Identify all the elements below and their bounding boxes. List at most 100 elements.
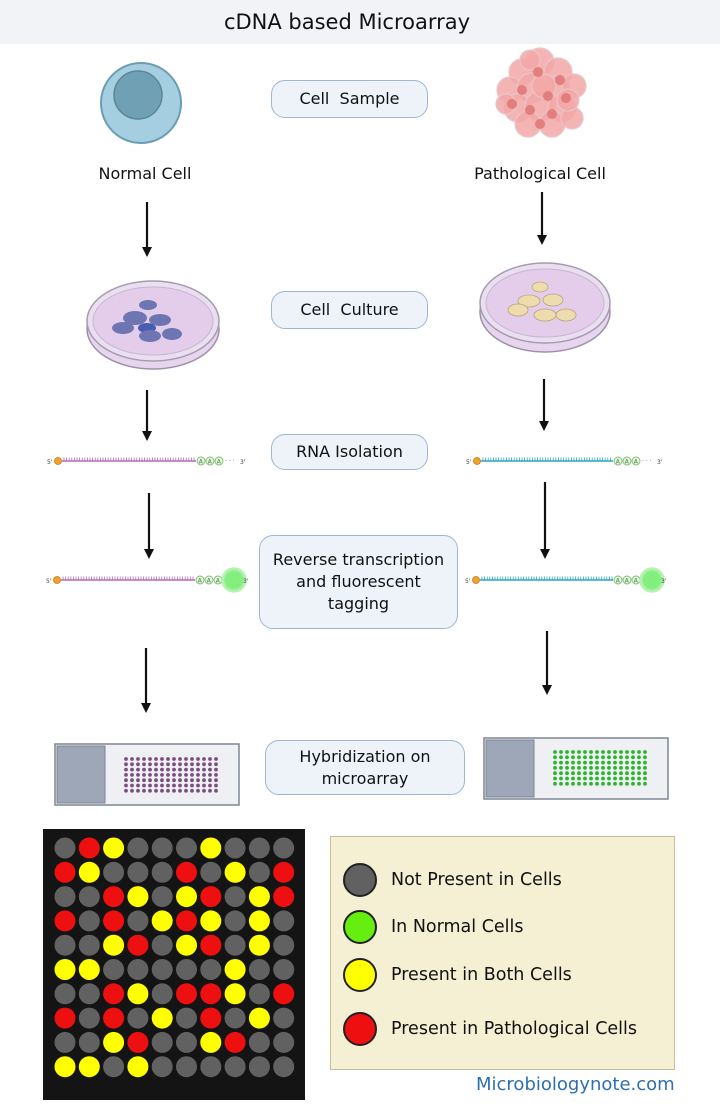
svg-text:· · ·: · · · — [642, 458, 652, 465]
grid-spot — [248, 934, 270, 956]
grid-spot — [248, 886, 270, 908]
grid-spot — [103, 886, 125, 908]
grid-spot — [103, 910, 125, 932]
grid-spot — [224, 861, 246, 883]
step-rt-line-1: Reverse transcription — [272, 550, 445, 569]
normal-culture-dish — [86, 280, 220, 370]
grid-spot — [103, 861, 125, 883]
grid-spot — [78, 861, 100, 883]
legend-label: Present in Both Cells — [391, 965, 572, 985]
grid-spot — [200, 861, 222, 883]
grid-spot — [176, 1056, 197, 1078]
grid-spot — [224, 934, 246, 956]
svg-text:A: A — [625, 577, 630, 584]
grid-spot — [248, 1031, 270, 1053]
grid-spot — [248, 983, 270, 1005]
legend-dot-green — [343, 910, 377, 944]
grid-spot — [127, 983, 149, 1005]
legend-dot-grey — [343, 863, 377, 897]
grid-spot — [176, 959, 197, 980]
legend-label: Not Present in Cells — [391, 870, 562, 890]
grid-spot — [151, 959, 173, 980]
svg-text:A: A — [616, 577, 621, 584]
grid-spot — [273, 959, 295, 980]
microarray-result-grid — [43, 829, 305, 1100]
grid-spot — [78, 934, 100, 956]
grid-spot — [200, 983, 222, 1005]
svg-text:A: A — [616, 458, 621, 465]
grid-spot — [273, 983, 295, 1005]
step-cell-sample-label: Cell Sample — [299, 89, 400, 108]
grid-spot — [224, 1056, 246, 1078]
grid-spot — [78, 983, 100, 1005]
step-rt-line-3: tagging — [327, 594, 390, 613]
grid-spot — [54, 1031, 76, 1053]
svg-text:5': 5' — [47, 459, 53, 466]
grid-spot — [273, 861, 295, 883]
svg-text:5': 5' — [46, 578, 52, 585]
svg-text:5': 5' — [466, 459, 472, 466]
grid-spot — [151, 1007, 173, 1029]
grid-spot — [224, 837, 246, 859]
step-hybridization: Hybridization on microarray — [265, 740, 465, 795]
step-cell-culture: Cell Culture — [271, 291, 428, 329]
svg-text:3': 3' — [661, 578, 667, 585]
svg-text:A: A — [625, 458, 630, 465]
grid-spot — [78, 1031, 100, 1053]
svg-text:A: A — [634, 577, 639, 584]
credit-link[interactable]: Microbiologynote.com — [476, 1074, 675, 1095]
svg-text:A: A — [207, 577, 212, 584]
svg-text:A: A — [216, 577, 221, 584]
svg-text:A: A — [634, 458, 639, 465]
grid-spot — [176, 934, 197, 956]
svg-text:A: A — [198, 577, 203, 584]
grid-spot — [248, 837, 270, 859]
grid-spot — [176, 886, 197, 908]
grid-spot — [224, 959, 246, 980]
grid-spot — [127, 1031, 149, 1053]
grid-spot — [127, 934, 149, 956]
grid-spot — [54, 886, 76, 908]
grid-spot — [273, 910, 295, 932]
grid-spot — [200, 837, 222, 859]
grid-spot — [200, 910, 222, 932]
normal-cell-icon — [100, 62, 182, 144]
grid-spot — [200, 1031, 222, 1053]
pathological-culture-dish — [479, 262, 611, 353]
grid-spot — [176, 837, 197, 859]
grid-spot — [54, 959, 76, 980]
grid-spot — [78, 1007, 100, 1029]
grid-spot — [78, 1056, 100, 1078]
normal-microarray-slide — [54, 743, 240, 806]
grid-spot — [176, 1007, 197, 1029]
grid-spot — [127, 837, 149, 859]
svg-text:3': 3' — [243, 578, 249, 585]
grid-spot — [151, 934, 173, 956]
svg-text:· · ·: · · · — [225, 458, 235, 465]
grid-spot — [151, 983, 173, 1005]
grid-spot — [248, 959, 270, 980]
page-title: cDNA based Microarray — [223, 10, 471, 34]
grid-spot — [273, 934, 295, 956]
grid-spot — [224, 1031, 246, 1053]
legend-item-normal: In Normal Cells — [343, 908, 524, 946]
grid-spot — [103, 1007, 125, 1029]
grid-spot — [103, 1056, 125, 1078]
grid-spot — [200, 886, 222, 908]
grid-spot — [54, 983, 76, 1005]
grid-spot — [54, 910, 76, 932]
grid-spot — [103, 1031, 125, 1053]
step-rna-isolation-label: RNA Isolation — [296, 442, 403, 461]
grid-spot — [176, 910, 197, 932]
grid-spot — [273, 1007, 295, 1029]
grid-spot — [151, 886, 173, 908]
grid-spot — [127, 910, 149, 932]
grid-spot — [78, 910, 100, 932]
normal-cell-label: Normal Cell — [98, 164, 192, 183]
pathological-cell-label: Pathological Cell — [474, 164, 606, 183]
grid-spot — [127, 1056, 149, 1078]
grid-spot — [248, 1007, 270, 1029]
step-reverse-transcription: Reverse transcription and fluorescent ta… — [259, 535, 458, 629]
